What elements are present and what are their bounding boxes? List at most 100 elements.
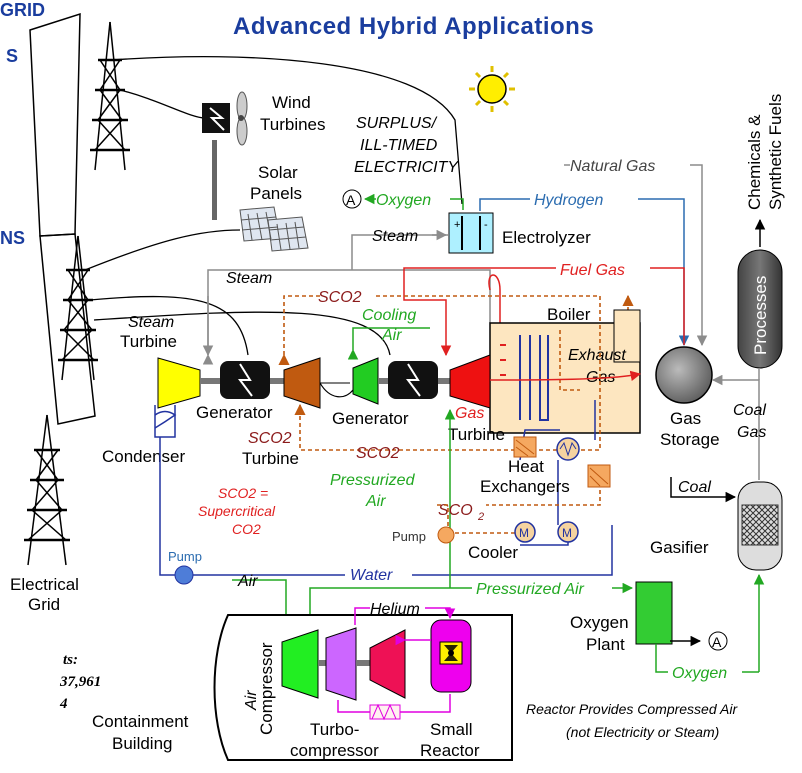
heat-exchangers-label: Heat <box>508 457 544 476</box>
sco2-definition: Supercritical <box>198 503 276 519</box>
cooler-label: Cooler <box>468 543 518 562</box>
cooling-air-label: Air <box>381 327 402 344</box>
cooling-air-label: Cooling <box>362 307 416 324</box>
clipped-header-text: GRID <box>0 0 45 20</box>
steam-turbine-icon <box>157 357 220 409</box>
electrolyzer-icon: +- <box>448 212 494 254</box>
oxygen-marker-label: A <box>712 634 722 650</box>
sco2-mid-label: SCO2 <box>356 445 400 462</box>
steam-electrolyzer-label: Steam <box>372 228 418 245</box>
sco2-turbine-label: SCO2 <box>248 430 292 447</box>
electrical-grid-label: Electrical <box>10 575 79 594</box>
gas-turbine-label: Gas <box>455 405 484 422</box>
chemicals-label: Synthetic Fuels <box>766 94 785 210</box>
oxygen-plant-label: Oxygen <box>570 613 629 632</box>
containment-label: Containment <box>92 712 189 731</box>
electrolyzer-label: Electrolyzer <box>502 228 591 247</box>
small-reactor-label: Small <box>430 720 473 739</box>
processes-label: Processes <box>751 276 770 355</box>
hydrogen-label: Hydrogen <box>534 192 603 209</box>
power-lines <box>84 55 463 356</box>
chemicals-label: Chemicals & <box>745 114 764 210</box>
oxygen-marker <box>342 189 362 209</box>
air-compressor-icon <box>281 629 326 699</box>
sco2-turbine-icon <box>283 357 321 409</box>
pressurized-air-mid-label: Pressurized <box>330 472 416 489</box>
solar-panels-label: Panels <box>250 184 302 203</box>
gas-storage-label: Gas <box>670 409 701 428</box>
oxygen-bottom-label: Oxygen <box>672 665 727 682</box>
steam-turbine-label: Steam <box>128 314 174 331</box>
sco2-definition: CO2 <box>232 521 261 537</box>
fuel-gas-label: Fuel Gas <box>560 262 625 279</box>
containment-label: Building <box>112 734 173 753</box>
air-compressor-label: Compressor <box>257 642 276 735</box>
svg-text:M: M <box>519 526 529 540</box>
surplus-label: ELECTRICITY <box>354 159 459 176</box>
pressurized-air-mid-label: Air <box>365 493 386 510</box>
clipped-side-text: NS <box>0 228 25 248</box>
svg-text:M: M <box>562 526 572 540</box>
oxygen-marker <box>708 631 728 651</box>
generator-right-label: Generator <box>332 409 409 428</box>
wind-turbines-label: Turbines <box>260 115 326 134</box>
svg-text:-: - <box>484 219 488 231</box>
pump-lower-label: Pump <box>392 529 426 544</box>
gas-storage-icon <box>655 346 713 404</box>
patents-text: 37,961 <box>59 674 101 690</box>
pressurized-air-bottom-label: Pressurized Air <box>476 581 585 598</box>
gasifier-icon <box>737 481 783 571</box>
coal-gas-label: Coal <box>733 402 766 419</box>
air-compressor-label: Air <box>243 690 260 711</box>
generator-right-icon <box>388 361 450 399</box>
sun-icon <box>469 66 515 112</box>
clipped-header-text: S <box>6 46 18 66</box>
helium-label: Helium <box>370 601 420 618</box>
patents-text: 4 <box>59 696 68 712</box>
small-reactor-label: Reactor <box>420 741 480 760</box>
boiler-label: Boiler <box>547 305 591 324</box>
boiler-icon <box>489 309 641 440</box>
steam-turbine-label: Turbine <box>120 332 177 351</box>
gas-turbine-label: Turbine <box>448 425 505 444</box>
steam-main-label: Steam <box>226 270 272 287</box>
solar-panels-label: Solar <box>258 163 298 182</box>
turbo-label: Turbo- <box>310 720 359 739</box>
sco2-definition: SCO2 = <box>218 485 268 501</box>
heat-exchangers-label: Exchangers <box>480 477 570 496</box>
gas-turbine-icon <box>449 354 491 409</box>
wind-turbines-label: Wind <box>272 93 311 112</box>
exhaust-gas-label: Exhaust <box>568 347 626 364</box>
heat-exchanger-coil-icon <box>556 437 580 461</box>
gas-storage-label: Storage <box>660 430 720 449</box>
condenser-icon <box>154 405 177 438</box>
sco2-top-label: SCO2 <box>318 289 362 306</box>
coal-label: Coal <box>678 479 711 496</box>
svg-text:+: + <box>454 219 460 231</box>
reactor-note: (not Electricity or Steam) <box>566 724 719 740</box>
turbocompressor-icon <box>325 627 406 701</box>
oxygen-top-label: Oxygen <box>376 192 431 209</box>
heat-exchanger-icon <box>513 436 611 488</box>
pump-left-label: Pump <box>168 549 202 564</box>
nuclear-reactor-icon <box>430 619 472 693</box>
oxygen-plant-label: Plant <box>586 635 625 654</box>
air-label: Air <box>237 573 258 590</box>
oxygen-plant-icon <box>635 581 673 645</box>
cooler-icon: M M <box>514 521 579 543</box>
diagram-title: Advanced Hybrid Applications <box>233 13 594 40</box>
sco2-turbine-label: Turbine <box>242 449 299 468</box>
gasifier-label: Gasifier <box>650 538 709 557</box>
turbo-label: compressor <box>290 741 379 760</box>
sco2-subscript: 2 <box>477 511 484 523</box>
sco2-lower-label: SCO <box>438 502 473 519</box>
generator-left-label: Generator <box>196 403 273 422</box>
surplus-label: ILL-TIMED <box>360 137 438 154</box>
electrical-grid-label: Grid <box>28 595 60 614</box>
generator-left-icon <box>220 361 284 399</box>
coal-gas-label: Gas <box>737 424 766 441</box>
patents-text: ts: <box>63 652 78 668</box>
oxygen-marker-label: A <box>346 192 356 208</box>
